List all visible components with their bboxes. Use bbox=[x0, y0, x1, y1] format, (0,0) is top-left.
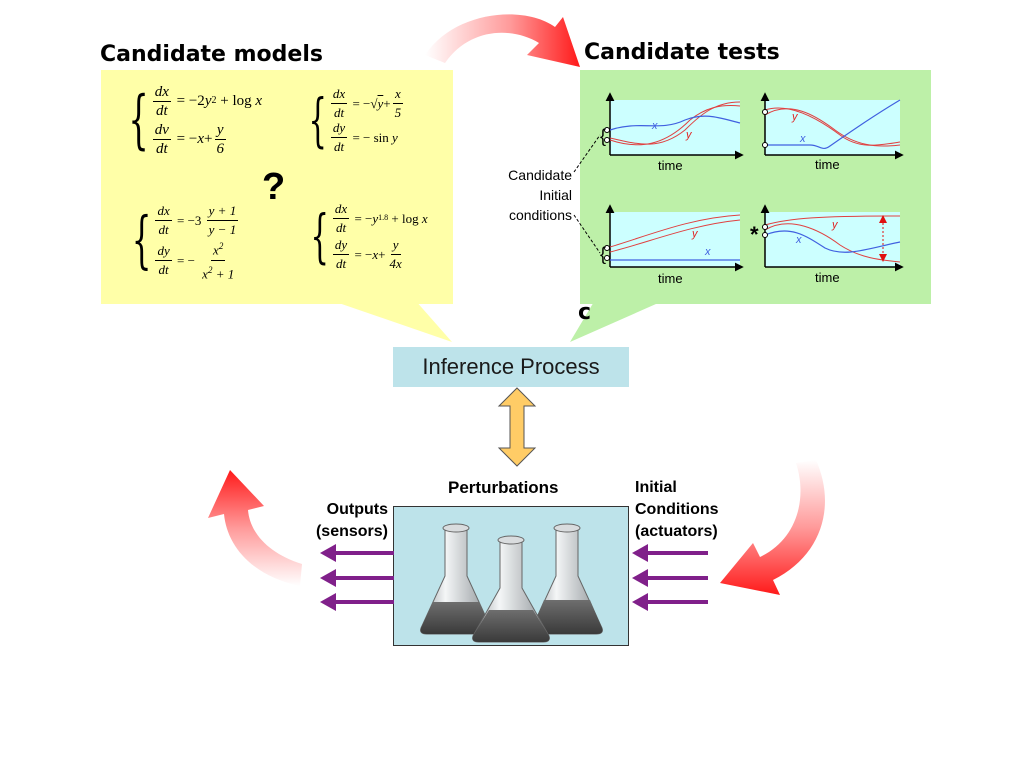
flask-middle bbox=[472, 535, 550, 643]
input-arrows bbox=[632, 544, 708, 611]
plot-3-y-label: y bbox=[691, 228, 699, 240]
plot-4: * y x time bbox=[750, 204, 904, 285]
panel-letter: c bbox=[578, 300, 592, 325]
initial-conditions-label: Initial Conditions (actuators) bbox=[635, 479, 719, 540]
cycle-arrow-top bbox=[425, 14, 580, 67]
flasks-image bbox=[420, 523, 603, 643]
svg-text:{: { bbox=[600, 244, 606, 264]
bidirectional-arrow bbox=[497, 387, 537, 467]
cycle-arrow-right bbox=[720, 460, 825, 595]
plot-1-y-label: y bbox=[685, 129, 693, 141]
plot-4-star: * bbox=[750, 222, 759, 247]
plot-4-x-label: x bbox=[795, 234, 802, 246]
plot-2-y-label: y bbox=[791, 111, 799, 123]
plot-3: { y x time bbox=[600, 204, 744, 286]
plot-2-time-label: time bbox=[815, 157, 840, 172]
initial-conditions-leader-lines bbox=[573, 134, 601, 254]
inference-process-label: Inference Process bbox=[422, 354, 600, 379]
flask-left bbox=[420, 523, 492, 635]
plot-1: { x y time bbox=[600, 92, 744, 173]
candidate-models-panel bbox=[101, 70, 453, 304]
candidate-tests-heading: Candidate tests bbox=[584, 40, 780, 65]
plot-1-time-label: time bbox=[658, 158, 683, 173]
candidate-initial-conditions-label: Candidate Initial conditions bbox=[508, 167, 572, 223]
plot-4-time-label: time bbox=[815, 270, 840, 285]
plot-2: y x time bbox=[760, 92, 904, 172]
question-mark: ? bbox=[262, 166, 286, 208]
perturbations-label: Perturbations bbox=[448, 478, 559, 497]
plot-4-y-label: y bbox=[831, 219, 839, 231]
plot-1-x-label: x bbox=[651, 120, 658, 132]
svg-text:{: { bbox=[600, 126, 606, 146]
tests-callout-tail bbox=[570, 300, 665, 342]
models-callout-tail bbox=[330, 300, 452, 342]
output-arrows bbox=[320, 544, 394, 611]
cycle-arrow-left bbox=[208, 470, 302, 586]
plot-2-x-label: x bbox=[799, 133, 806, 145]
test-plots: { x y time y x time { y x time bbox=[600, 92, 904, 286]
inference-process-box: Inference Process bbox=[393, 347, 629, 387]
plot-3-time-label: time bbox=[658, 271, 683, 286]
plot-3-x-label: x bbox=[704, 246, 711, 258]
flask-right bbox=[531, 523, 603, 635]
outputs-label: Outputs (sensors) bbox=[315, 501, 388, 540]
candidate-models-heading: Candidate models bbox=[100, 42, 323, 67]
